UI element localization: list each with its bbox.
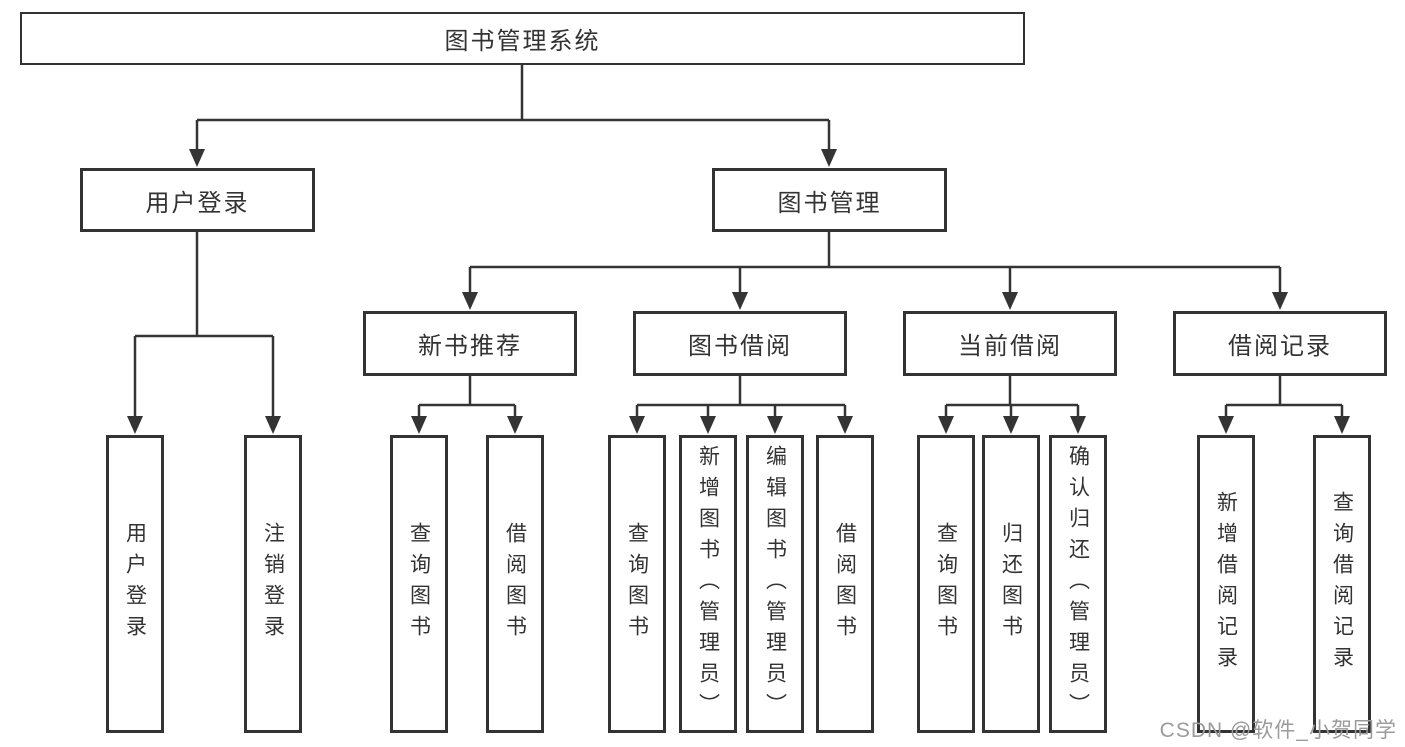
- node-label: 查询图书: [934, 522, 958, 646]
- node-label: 查询图书: [407, 522, 431, 646]
- node-book-management: 图书管理: [712, 168, 947, 232]
- node-label: 查询图书: [625, 522, 649, 646]
- node-user-login: 用户登录: [80, 168, 315, 232]
- leaf-query-borrow-record: 查询借阅记录: [1313, 435, 1371, 733]
- leaf-add-borrow-record: 新增借阅记录: [1197, 435, 1255, 733]
- node-label: 图书管理系统: [444, 28, 601, 55]
- node-new-book-recommend: 新书推荐: [363, 311, 577, 376]
- leaf-user-login: 用户登录: [106, 435, 164, 733]
- node-label: 归还图书: [999, 522, 1023, 646]
- arrowheads: [127, 149, 1350, 434]
- node-label: 用户登录: [145, 189, 250, 217]
- connector-path: [133, 65, 1344, 418]
- leaf-newbook-borrow-books: 借阅图书: [486, 435, 544, 733]
- node-current-borrow: 当前借阅: [903, 311, 1117, 376]
- leaf-return-books: 归还图书: [982, 435, 1040, 733]
- node-label: 当前借阅: [958, 333, 1062, 360]
- node-label: 注销登录: [261, 522, 285, 646]
- leaf-borrow-query-books: 查询图书: [608, 435, 666, 733]
- node-library-system: 图书管理系统: [20, 12, 1025, 65]
- node-label: 新增借阅记录: [1214, 491, 1238, 677]
- node-label: 用户登录: [123, 522, 147, 646]
- node-label: 编辑图书（管理员）: [763, 444, 787, 724]
- leaf-newbook-query-books: 查询图书: [390, 435, 448, 733]
- node-borrow-records: 借阅记录: [1173, 311, 1387, 376]
- node-label: 图书借阅: [688, 333, 792, 360]
- leaf-add-books-admin: 新增图书（管理员）: [679, 435, 737, 733]
- node-label: 新增图书（管理员）: [696, 444, 720, 724]
- node-label: 借阅图书: [833, 522, 857, 646]
- node-book-borrow: 图书借阅: [633, 311, 847, 376]
- node-label: 借阅图书: [503, 522, 527, 646]
- leaf-edit-books-admin: 编辑图书（管理员）: [746, 435, 804, 733]
- node-label: 图书管理: [777, 189, 882, 217]
- leaf-current-query-books: 查询图书: [917, 435, 975, 733]
- csdn-watermark: CSDN @软件_小贺同学: [1159, 719, 1397, 742]
- node-label: 借阅记录: [1228, 333, 1332, 360]
- leaf-logout: 注销登录: [244, 435, 302, 733]
- node-label: 新书推荐: [418, 333, 522, 360]
- leaf-confirm-return-admin: 确认归还（管理员）: [1049, 435, 1107, 733]
- node-label: 确认归还（管理员）: [1066, 444, 1090, 724]
- leaf-borrow-borrow-books: 借阅图书: [816, 435, 874, 733]
- node-label: 查询借阅记录: [1330, 491, 1354, 677]
